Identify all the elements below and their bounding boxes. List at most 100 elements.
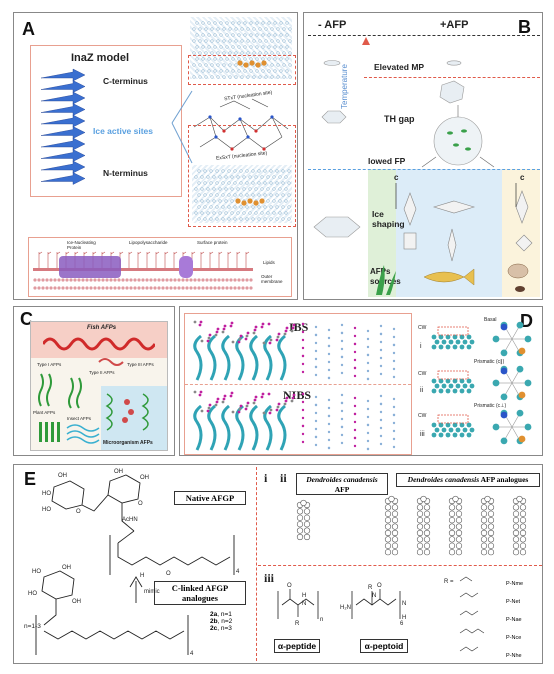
svg-text:OH: OH [114, 469, 123, 475]
bacteria-icon [507, 263, 529, 292]
row-label-ii: ii [420, 387, 424, 394]
panel-c: C Fish AFPs Type I AFPs Type II AFPs Typ… [13, 306, 175, 456]
ice-nucleating-label: Ice-Nucleating Protein [67, 240, 96, 250]
compound-2a: 2a, n=1 [210, 611, 232, 618]
svg-text:H₂N: H₂N [340, 605, 351, 611]
lipids-label: Lipids [263, 260, 275, 265]
svg-text:H: H [140, 573, 144, 579]
plant-afps-label: Plant AFPs [33, 410, 56, 415]
type1-label: Type I AFPs [37, 362, 62, 367]
minus-afp-label: - AFP [318, 19, 347, 31]
ice-lattice-top [190, 17, 292, 79]
svg-text:R: R [295, 621, 300, 627]
sub4-clinked: 4 [190, 651, 194, 657]
svg-text:OH: OH [62, 565, 71, 571]
stxt-box [188, 55, 296, 85]
ice-plane-graphics [431, 321, 532, 445]
cw-label-2: CW [418, 371, 427, 377]
native-afgp-label: Native AFGP [174, 491, 246, 505]
svg-text:O: O [377, 583, 382, 589]
outer-membrane-graphic [33, 251, 253, 290]
substituent-p-nhe: P-Nhe [506, 653, 522, 659]
outer-membrane-label: Outer membrane [261, 274, 283, 284]
ice-lattice-bottom [192, 165, 292, 223]
svg-text:H: H [302, 593, 306, 599]
lowed-fp-label: lowed FP [368, 156, 406, 166]
svg-text:O: O [138, 501, 143, 507]
panel-b-letter: B [518, 17, 531, 37]
ice-active-sites-label: Ice active sites [93, 126, 154, 136]
top-divider [308, 35, 540, 36]
achn-label: AcHN [122, 517, 138, 523]
dendroides-analogues-label: Dendroides canadensis AFP analogues [396, 473, 540, 487]
cw-label-1: CW [418, 325, 427, 331]
substituent-p-net: P-Net [506, 599, 521, 605]
vertical-red-divider [256, 467, 257, 661]
ice-planes-panel: Basal Prismatic (c∥) Prismatic (c⊥) CW C… [416, 313, 540, 453]
membrane-box: Ice-Nucleating Protein Lipopolysaccharid… [28, 237, 292, 297]
micro-afp-band [101, 386, 167, 450]
type3-label: Type III AFPs [127, 362, 154, 367]
c-linked-afgp-label: C-linked AFGP analogues [154, 581, 246, 605]
insect-afps-label: Insect AFPs [67, 416, 92, 421]
elevated-mp-label: Elevated MP [374, 62, 425, 72]
inaz-model-box: InaZ model C-terminus Ice active sites N… [30, 45, 182, 197]
svg-text:N: N [402, 601, 406, 607]
fish-icon [423, 268, 475, 286]
afps-sources-label: AFPs sources [370, 267, 401, 286]
svg-text:OH: OH [58, 473, 67, 479]
row-label-iii: iii [420, 431, 425, 438]
svg-text:OH: OH [140, 475, 149, 481]
micro-afps-label: Microorganism AFPs [103, 440, 153, 446]
svg-text:HO: HO [32, 569, 41, 575]
svg-text:HO: HO [42, 491, 51, 497]
svg-text:O: O [287, 583, 292, 589]
c-axis-label-1: c [394, 173, 399, 182]
ice-shaping-label: Ice shaping [372, 209, 405, 229]
sub4-native: 4 [236, 569, 240, 575]
c-terminus-label: C-terminus [103, 76, 148, 86]
svg-text:n: n [320, 617, 323, 623]
substituent-p-nae: P-Nae [506, 617, 522, 623]
panel-a: A InaZ model C-terminus Ice active sites… [13, 12, 298, 300]
fish-afps-label: Fish AFPs [87, 325, 117, 331]
inaz-model-title: InaZ model [71, 52, 130, 64]
exsxt-box [188, 125, 296, 227]
svg-text:O: O [166, 571, 171, 577]
mimic-label: mimic [144, 589, 160, 595]
panel-b: B - AFP +AFP Temperature Elevated MP TH … [303, 12, 543, 300]
panel-d: D IBS NIBS Basal Prismatic (c∥) Prismati… [179, 306, 543, 456]
temperature-arrow [362, 37, 370, 167]
svg-text:N: N [372, 593, 376, 599]
compound-2b: 2b, n=2 [210, 618, 233, 625]
svg-text:6: 6 [400, 621, 404, 627]
prismatic-perp-label: Prismatic (c⊥) [474, 403, 507, 409]
type2-label: Type II AFPs [89, 370, 115, 375]
n-terminus-label: N-terminus [103, 168, 148, 178]
sub-panel-ii-label: ii [280, 471, 287, 485]
substituent-p-nce: P-Nce [506, 635, 522, 641]
alpha-peptoid-label: α-peptoid [360, 639, 408, 653]
ibs-nibs-separator [185, 384, 411, 385]
row-label-i: i [420, 343, 422, 350]
substituent-list: P-Nme P-Net P-Nae P-Nce P-Nhe [506, 575, 523, 665]
afp-collage: Fish AFPs Type I AFPs Type II AFPs Type … [30, 321, 168, 451]
alpha-peptide-label: α-peptide [274, 639, 320, 653]
afp-bead-models [296, 495, 527, 556]
svg-text:O: O [76, 509, 81, 515]
ibs-nibs-molecules [193, 320, 396, 451]
crystal-graphics [313, 60, 533, 295]
substituent-structures [459, 576, 485, 652]
svg-text:HO: HO [28, 591, 37, 597]
plus-afp-label: +AFP [440, 19, 469, 31]
svg-text:HO: HO [42, 507, 51, 513]
lps-label: Lipopolysaccharide [129, 240, 168, 245]
plant-icon [376, 265, 396, 295]
panel-e-letter: E [24, 469, 37, 489]
cw-label-3: CW [418, 413, 427, 419]
sub-panel-iii-label: iii [264, 571, 275, 585]
